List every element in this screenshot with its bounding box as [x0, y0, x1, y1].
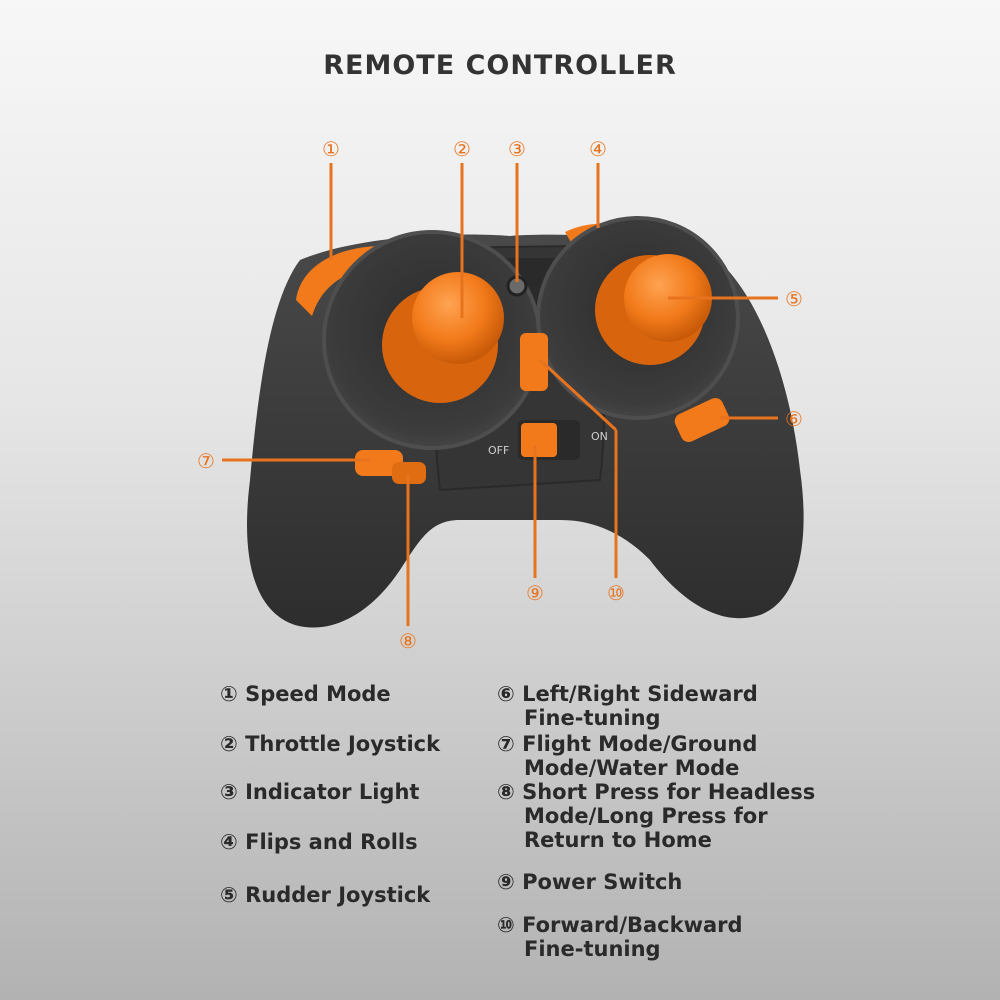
legend-text: Forward/Backward	[514, 913, 743, 937]
callout-8: ⑧	[399, 629, 417, 653]
legend-item: ④ Flips and Rolls	[220, 830, 418, 854]
legend-item: ① Speed Mode	[220, 682, 391, 706]
callout-1: ①	[322, 137, 340, 161]
switch-on-label: ON	[591, 430, 608, 443]
callout-lines	[222, 163, 778, 626]
legend-number: ⑦	[497, 732, 515, 756]
throttle-joystick[interactable]	[412, 272, 504, 364]
legend-text: Left/Right Sideward	[514, 682, 758, 706]
legend-number: ⑤	[220, 883, 238, 907]
left-right-trim[interactable]	[672, 395, 732, 444]
callout-3: ③	[508, 137, 526, 161]
legend-number: ③	[220, 780, 238, 804]
forward-backward-trim[interactable]	[520, 333, 548, 391]
legend-number: ④	[220, 830, 238, 854]
callout-5: ⑤	[785, 287, 803, 311]
legend-item: ⑨ Power Switch	[497, 870, 682, 894]
legend-number: ⑥	[497, 682, 515, 706]
page-title: REMOTE CONTROLLER	[323, 50, 677, 81]
legend-text: Speed Mode	[237, 682, 391, 706]
headless-mode-button[interactable]	[392, 462, 426, 484]
legend-text: Flips and Rolls	[237, 830, 418, 854]
legend-number: ⑨	[497, 870, 515, 894]
legend-number: ①	[220, 682, 238, 706]
legend-number: ⑩	[497, 913, 515, 937]
legend-text: Mode/Long Press for	[524, 804, 768, 828]
flight-mode-button[interactable]	[355, 450, 403, 476]
legend-item: ⑤ Rudder Joystick	[220, 883, 430, 907]
callout-6: ⑥	[785, 407, 803, 431]
callout-7: ⑦	[197, 449, 215, 473]
legend-item: ③ Indicator Light	[220, 780, 419, 804]
power-switch[interactable]	[521, 423, 557, 457]
callout-4: ④	[589, 137, 607, 161]
legend-text: Throttle Joystick	[237, 732, 441, 756]
legend-text: Flight Mode/Ground	[514, 732, 758, 756]
legend-item: ② Throttle Joystick	[220, 732, 440, 756]
callout-2: ②	[453, 137, 471, 161]
legend-text: Fine-tuning	[524, 706, 661, 730]
legend-text: Power Switch	[514, 870, 683, 894]
legend-text: Short Press for Headless	[514, 780, 816, 804]
legend-text: Rudder Joystick	[237, 883, 431, 907]
legend-text: Indicator Light	[237, 780, 420, 804]
legend-number: ⑧	[497, 780, 515, 804]
callout-10: ⑩	[607, 581, 625, 605]
switch-off-label: OFF	[488, 444, 509, 457]
legend-number: ②	[220, 732, 238, 756]
callout-9: ⑨	[526, 581, 544, 605]
legend-text: Fine-tuning	[524, 937, 661, 961]
legend-text: Return to Home	[524, 828, 712, 852]
legend-text: Mode/Water Mode	[524, 756, 740, 780]
